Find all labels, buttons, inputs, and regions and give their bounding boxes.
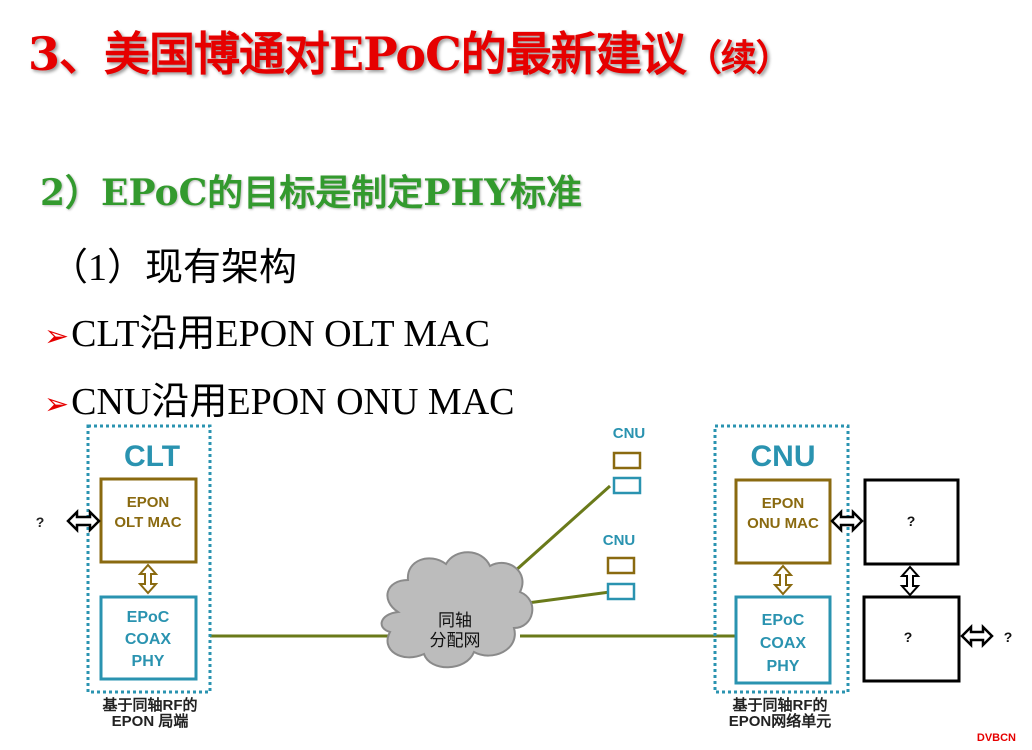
cnu-container: [713, 424, 850, 694]
cnu-mac-line2: ONU MAC: [747, 515, 819, 532]
unknown-box-2: [862, 595, 961, 683]
clt-phy-box: [99, 595, 198, 681]
bullet-arrow-icon: ➢: [44, 388, 70, 421]
slide-title: 3、美国博通对EPoC的最新建议（续）: [28, 18, 792, 84]
clt-mac-line1: EPON: [127, 494, 170, 511]
cnu-mac-box: [734, 478, 832, 565]
cnu-caption-line1: 基于同轴RF的: [732, 696, 828, 714]
bullet-text: CNU沿用EPON ONU MAC: [71, 381, 515, 423]
cable-small-cnu-1: [503, 484, 612, 582]
cnu-mac-line1: EPON: [762, 495, 805, 512]
right-label: ?: [1004, 629, 1013, 645]
cnu-vertical-arrow-icon: [772, 564, 794, 596]
small-cnu-2-mac: [606, 556, 636, 575]
clt-vertical-arrow-icon: [137, 563, 159, 595]
small-cnu-1-phy: [612, 476, 642, 495]
bullet-item-clt: ➢CLT沿用EPON OLT MAC: [44, 302, 490, 357]
clt-caption-line1: 基于同轴RF的: [102, 696, 198, 714]
cloud-label-line1: 同轴: [438, 611, 472, 630]
unknown-vertical-arrow-icon: [899, 565, 921, 597]
clt-phy-line3: PHY: [132, 653, 165, 670]
small-cnu-1-mac: [612, 451, 642, 470]
cnu-phy-box: [734, 595, 832, 685]
cnu-right-double-arrow-icon: [830, 508, 864, 534]
clt-left-double-arrow-icon: [66, 508, 101, 534]
unknown-box-1-label: ?: [907, 513, 916, 529]
right-double-arrow-icon: [960, 623, 994, 649]
clt-container: [86, 424, 212, 694]
bullet-arrow-icon: ➢: [44, 320, 70, 353]
small-cnu-2-label: CNU: [603, 532, 636, 549]
section-heading: （1）现有架构: [50, 247, 298, 289]
cnu-phy-line1: EPoC: [762, 612, 805, 629]
watermark: DVBCN: [976, 732, 1016, 744]
cnu-phy-line3: PHY: [767, 658, 800, 675]
coax-network-cloud: [380, 551, 534, 669]
clt-mac-line2: OLT MAC: [114, 514, 181, 531]
clt-phy-line1: EPoC: [127, 609, 170, 626]
clt-phy-line2: COAX: [125, 631, 172, 648]
small-cnu-2-phy: [606, 582, 636, 601]
cnu-title: CNU: [751, 440, 816, 473]
bullet-item-cnu: ➢CNU沿用EPON ONU MAC: [44, 370, 515, 425]
coax-cables: [210, 484, 735, 638]
cloud-label-line2: 分配网: [430, 631, 481, 650]
cnu-caption-line2: EPON网络单元: [729, 712, 832, 730]
small-cnu-1-label: CNU: [613, 425, 646, 442]
unknown-box-2-label: ?: [904, 629, 913, 645]
clt-mac-box: [99, 477, 198, 564]
clt-title: CLT: [124, 440, 180, 473]
clt-caption-line2: EPON 局端: [112, 712, 189, 730]
unknown-box-1: [863, 478, 960, 566]
slide-title-main: 3、美国博通对EPoC的最新建议: [28, 27, 687, 81]
cable-small-cnu-2: [519, 590, 611, 606]
cnu-phy-line2: COAX: [760, 635, 807, 652]
slide-title-suffix: （续）: [685, 37, 792, 79]
slide-subtitle: 2）EPoC的目标是制定PHY标准: [40, 172, 583, 214]
clt-left-label: ?: [36, 514, 45, 530]
bullet-text: CLT沿用EPON OLT MAC: [71, 313, 490, 355]
